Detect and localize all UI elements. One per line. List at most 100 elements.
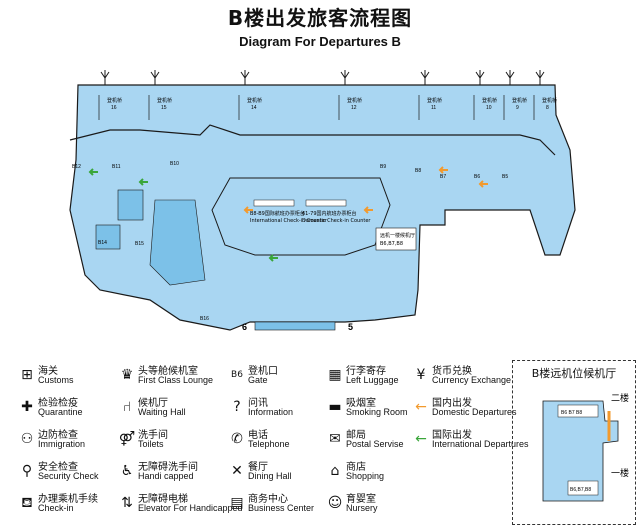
- legend-label-cn: 候机厅: [138, 398, 168, 409]
- counter-dom-label: 61-79国内航班办票柜台: [302, 210, 357, 217]
- legend-label-cn: 商务中心: [248, 494, 288, 505]
- remote-gates-bottom: B6,B7,B8: [570, 487, 591, 493]
- nursery-icon: ☺: [327, 495, 343, 511]
- remote-panel-title: B楼远机位候机厅: [531, 367, 617, 380]
- legend-label-cn: 头等舱候机室: [138, 366, 198, 377]
- legend-label-en: Elevator For Handicapped: [138, 503, 243, 513]
- remote-gate-panel: B楼远机位候机厅 B6 B7 B8 二楼 一楼 B6,B7,B8: [512, 360, 636, 525]
- bridge-label: 登机桥: [247, 97, 262, 104]
- legend-label-en: Currency Exchange: [432, 375, 512, 385]
- check-in-hall: [211, 177, 391, 256]
- legend-label-cn: 行李寄存: [346, 366, 386, 377]
- legend-label-cn: 办理乘机手续: [38, 494, 98, 505]
- bridge-number: 8: [546, 105, 549, 111]
- concourse-wall: [69, 124, 556, 156]
- toilets-icon: ⚤: [118, 431, 136, 447]
- remote-gates-top: B6 B7 B8: [561, 410, 582, 416]
- bridge-number: 14: [251, 105, 257, 111]
- floor-2-label: 二楼: [611, 392, 629, 404]
- exit-6-strip: [254, 321, 336, 331]
- counter-intl-en: International Check-in Counter: [250, 218, 328, 224]
- waiting-hall-icon: ⑁: [122, 399, 132, 415]
- bridge-number: 10: [486, 105, 492, 111]
- check-in-counter-dom: [305, 199, 347, 207]
- legend-label-cn: 检验检疫: [38, 398, 78, 409]
- legend-label-cn: 无障碍电梯: [138, 494, 188, 505]
- legend-label-en: Quarantine: [38, 407, 83, 417]
- legend-label-cn: 问讯: [248, 398, 268, 409]
- legend-label-cn: 吸烟室: [346, 398, 376, 409]
- gate-B16: B16: [200, 316, 209, 322]
- legend-label-cn: 电话: [248, 430, 268, 441]
- immigration-icon: ⚇: [20, 431, 34, 447]
- departure-arrow-4: [363, 206, 373, 214]
- quarantine-icon: ✚: [21, 399, 33, 415]
- left-luggage-icon: ▦: [328, 367, 342, 383]
- bridge-label: 登机桥: [512, 97, 527, 104]
- legend-label-en: Waiting Hall: [138, 407, 186, 417]
- postal-service-icon: ✉: [329, 431, 341, 447]
- gate-B14: B14: [98, 240, 107, 246]
- legend-label-cn: 国际出发: [432, 430, 472, 441]
- legend-label-cn: 餐厅: [248, 462, 268, 473]
- bridge-number: 12: [351, 105, 357, 111]
- map-title: B楼出发旅客流程图: [227, 6, 413, 30]
- exit-5-label: 5: [348, 322, 353, 332]
- legend-label-en: Check-in: [38, 503, 74, 513]
- remote-lounge-gates: B6,B7,B8: [380, 241, 403, 247]
- legend-label-cn: 边防检查: [38, 430, 78, 441]
- bridge-number: 11: [431, 105, 436, 111]
- bridge-label: 登机桥: [542, 97, 557, 104]
- departure-arrow-0: [88, 168, 98, 176]
- remote-lounge-label: 远机一楼候机厅: [380, 232, 415, 239]
- departure-arrow-2: [268, 254, 278, 262]
- customs-icon: ⊞: [21, 367, 33, 383]
- gate-B10: B10: [170, 161, 179, 167]
- terminal-floor-map: B8-B9国际航班办票柜台 International Check-in Cou…: [69, 70, 576, 332]
- gate-B15: B15: [135, 241, 144, 247]
- legend-label-cn: 邮局: [346, 430, 366, 441]
- check-in-counter-intl: [253, 199, 295, 207]
- legend-label-cn: 海关: [38, 366, 58, 377]
- gate-icon: B6: [231, 370, 243, 380]
- legend-label-en: Gate: [248, 375, 268, 385]
- gate-B5: B5: [502, 174, 508, 180]
- gate-B9: B9: [380, 164, 386, 170]
- bridge-label: 登机桥: [157, 97, 172, 104]
- legend-label-en: Smoking Room: [346, 407, 408, 417]
- bridge-label: 登机桥: [482, 97, 497, 104]
- area-block-3: [149, 199, 206, 286]
- bridge-label: 登机桥: [427, 97, 442, 104]
- exit-6-label: 6: [242, 322, 247, 332]
- information-icon: ?: [233, 399, 241, 415]
- legend-label-cn: 登机口: [248, 366, 278, 377]
- area-block-1: [117, 189, 144, 221]
- handicapped-icon: ♿: [120, 463, 134, 479]
- legend-label-cn: 育婴室: [346, 494, 376, 505]
- legend-label-en: Dining Hall: [248, 471, 292, 481]
- first-class-lounge-icon: ♛: [120, 367, 134, 383]
- gate-B12: B12: [72, 164, 81, 170]
- area-block-2: [95, 224, 121, 250]
- legend-label-en: Immigration: [38, 439, 86, 449]
